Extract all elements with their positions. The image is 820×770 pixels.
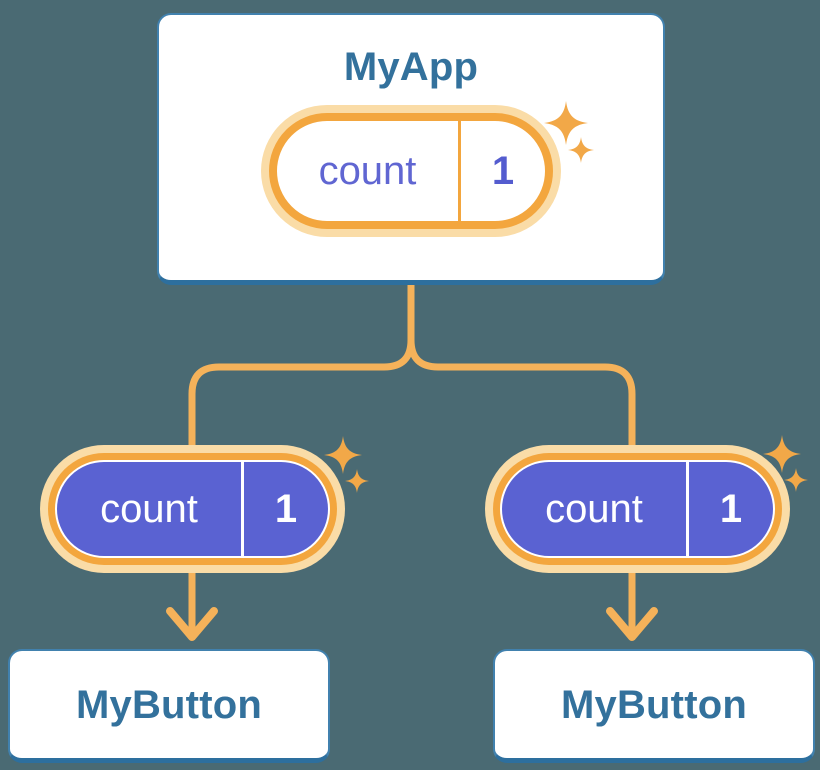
state-pill-ring: count 1 <box>493 453 782 565</box>
pill-divider <box>458 121 461 221</box>
sparkle-icon <box>544 101 594 163</box>
pill-divider <box>686 462 689 556</box>
pill-divider <box>241 462 244 556</box>
state-label: count <box>545 486 643 531</box>
state-pill-right-child: count 1 <box>485 445 790 573</box>
sparkle-icon <box>763 435 808 492</box>
child-component-card-left: MyButton <box>8 649 330 763</box>
state-value: 1 <box>491 148 515 193</box>
root-component-card: MyApp count 1 <box>157 13 665 285</box>
state-value: 1 <box>719 486 743 531</box>
state-pill-root: count 1 <box>261 105 561 237</box>
connector-right <box>407 279 636 632</box>
state-pill-ring: count 1 <box>269 113 553 229</box>
component-title: MyButton <box>76 682 262 727</box>
component-title: MyApp <box>343 45 479 89</box>
state-value: 1 <box>274 486 298 531</box>
state-pill-ring: count 1 <box>48 453 337 565</box>
sparkle-icon <box>324 436 369 493</box>
arrow-icon-left <box>166 607 218 641</box>
child-component-card-right: MyButton <box>493 649 815 763</box>
state-label: count <box>100 486 198 531</box>
arrow-icon-right <box>606 607 658 641</box>
state-label: count <box>318 148 417 193</box>
component-title: MyButton <box>561 682 747 727</box>
state-pill-left-child: count 1 <box>40 445 345 573</box>
